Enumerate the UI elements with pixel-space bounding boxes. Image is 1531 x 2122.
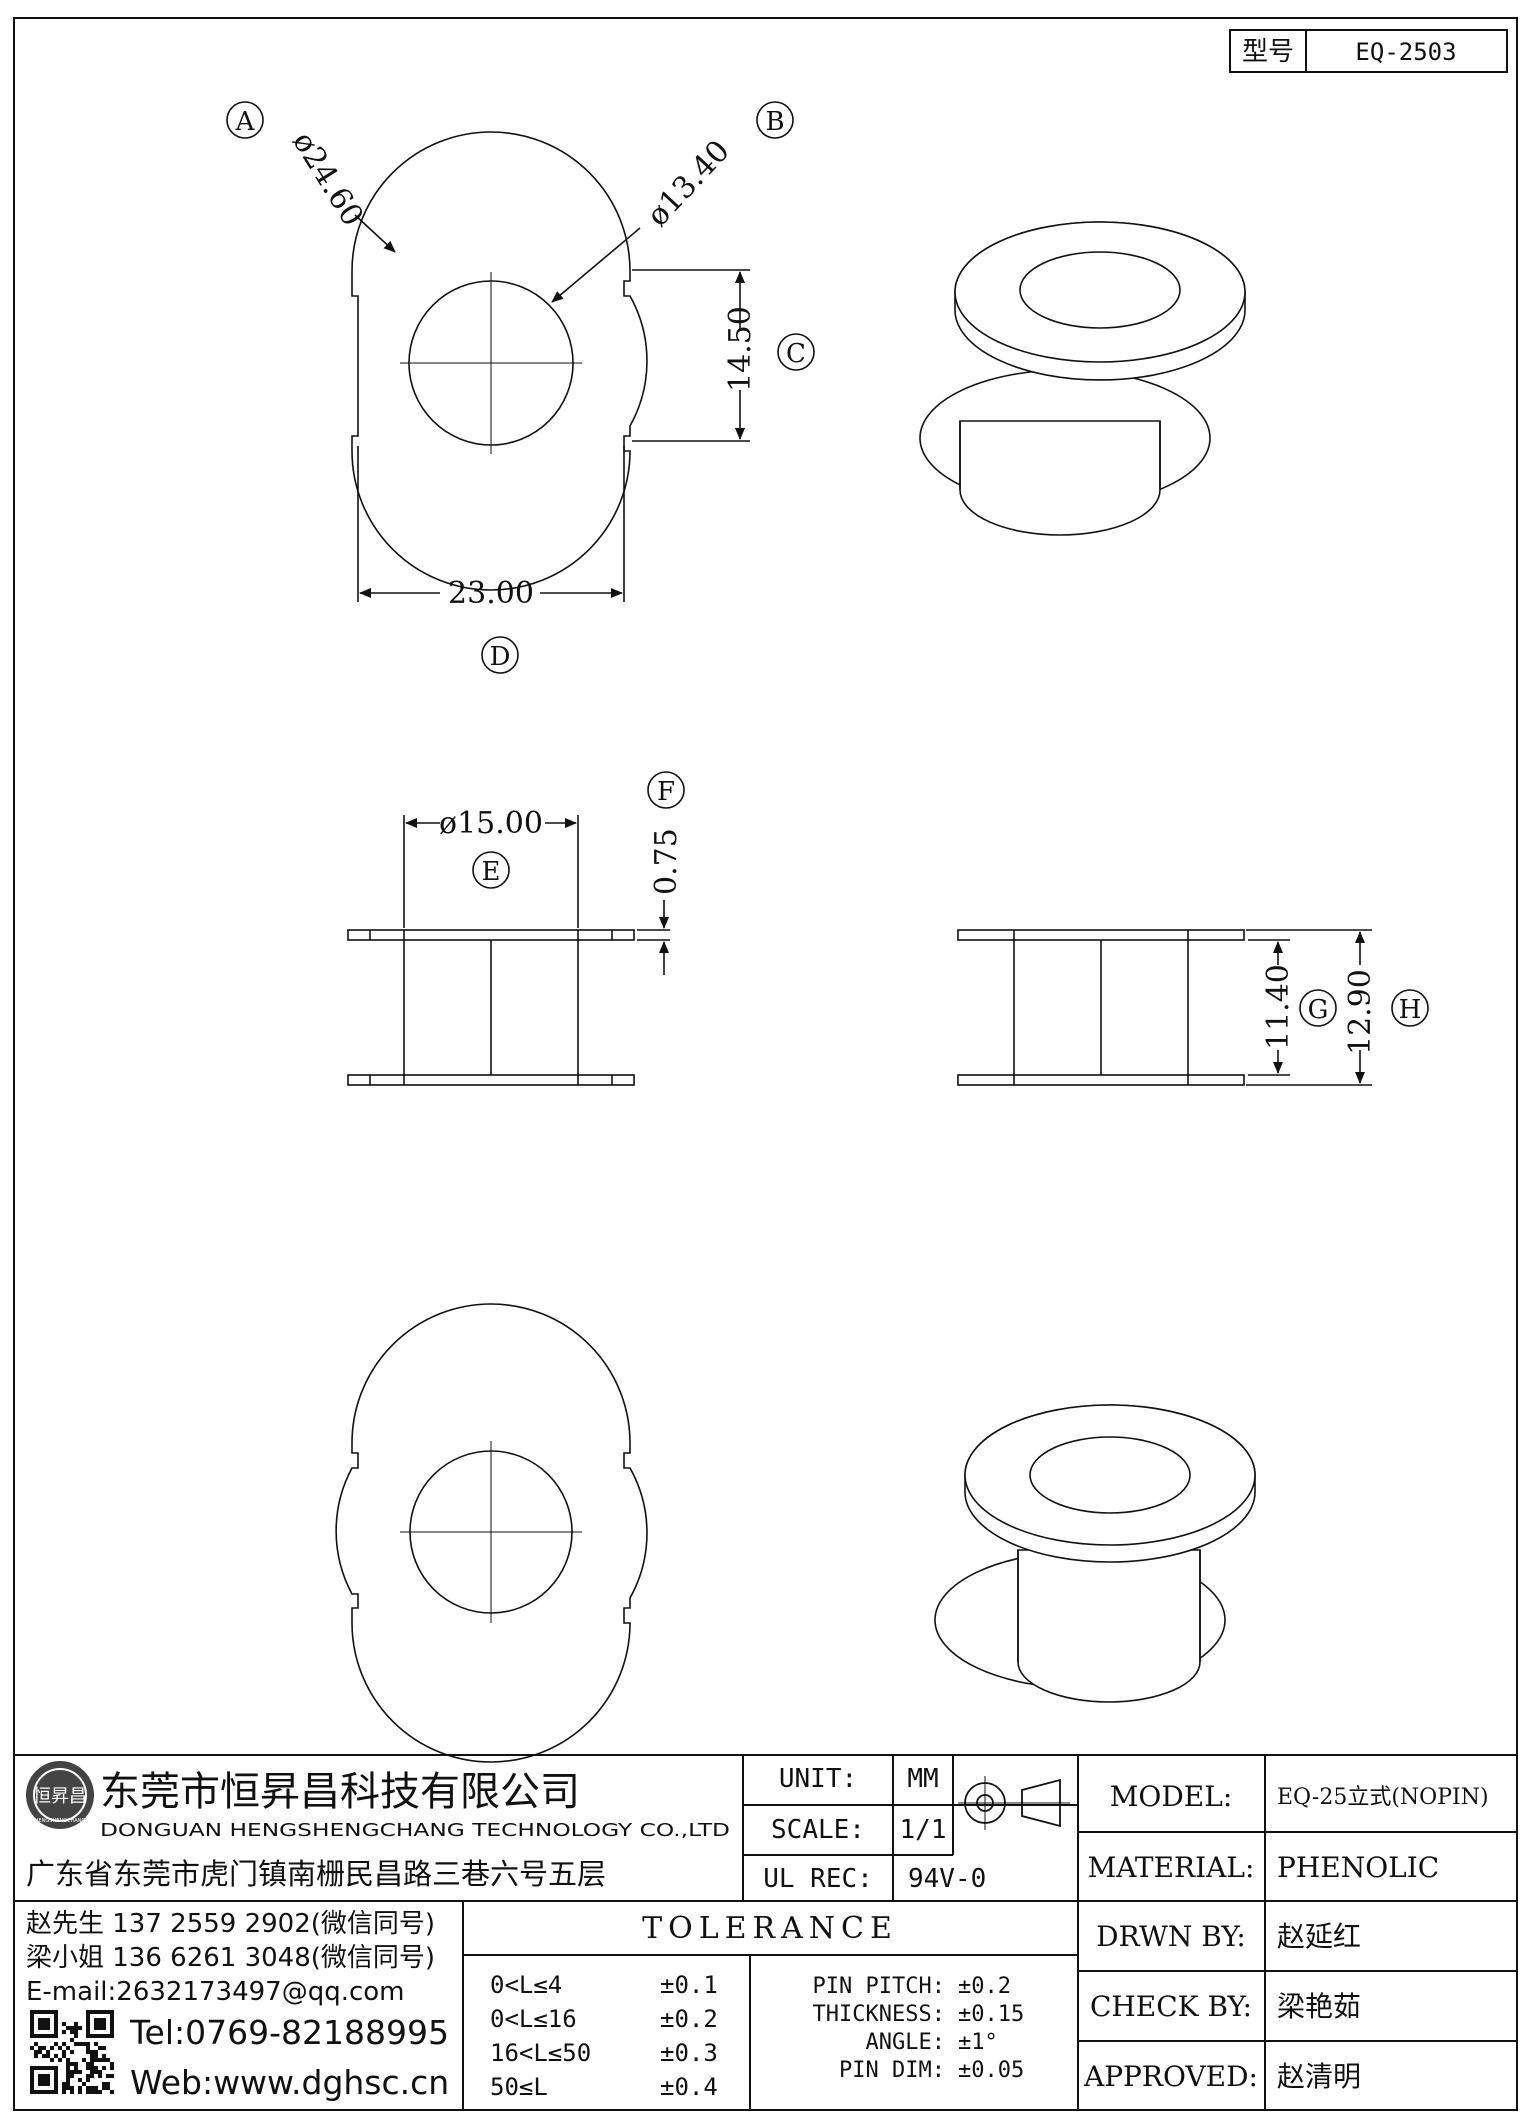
approved-label: APPROVED: bbox=[1083, 2060, 1258, 2093]
callout-c: C bbox=[786, 339, 806, 369]
iso-view-top bbox=[919, 221, 1246, 536]
flange-outline bbox=[351, 131, 648, 591]
callout-h: H bbox=[1399, 995, 1422, 1025]
dim-f: 0.75 F bbox=[637, 771, 685, 975]
callout-e: E bbox=[482, 857, 501, 887]
drawn-label: DRWN BY: bbox=[1096, 1920, 1246, 1953]
contact-line-2: 梁小姐 136 6261 3048(微信同号) bbox=[26, 1943, 435, 1973]
dim-b: B ø13.40 bbox=[551, 101, 794, 303]
qr-code-icon bbox=[30, 2010, 114, 2094]
projection-symbol-icon bbox=[958, 1776, 1070, 1830]
part-number-box: 型号 EQ-2503 bbox=[1229, 29, 1508, 73]
tolerance-value: ±0.4 bbox=[660, 2073, 718, 2101]
ulrec-label: UL REC: bbox=[763, 1864, 873, 1894]
dim-g: 11.40 G bbox=[1248, 939, 1337, 1076]
side-view-right bbox=[957, 929, 1245, 1086]
check-value: 梁艳茹 bbox=[1277, 1990, 1361, 2023]
logo-text: 恒昇昌 bbox=[33, 1786, 87, 1807]
tolerance-extra-value: ±0.15 bbox=[958, 2002, 1024, 2027]
dim-g-text: 11.40 bbox=[1261, 964, 1296, 1050]
dim-h: 12.90 H bbox=[1246, 929, 1429, 1086]
tolerance-rows: 0<L≤4 ±0.1 0<L≤16 ±0.2 16<L≤50 ±0.3 50≤L ±0.4 bbox=[490, 1971, 718, 2101]
approved-value: 赵清明 bbox=[1277, 2060, 1361, 2093]
unit-label: UNIT: bbox=[779, 1764, 857, 1794]
tolerance-extra-label: PIN PITCH: bbox=[813, 1974, 945, 1999]
type-label: 型号 bbox=[1242, 37, 1294, 67]
material-label: MATERIAL: bbox=[1088, 1851, 1255, 1884]
tolerance-extra-label: THICKNESS: bbox=[813, 2002, 945, 2027]
side-view-left bbox=[347, 929, 635, 1086]
dim-e-text: ø15.00 bbox=[439, 806, 543, 841]
dim-a: A ø24.60 bbox=[226, 101, 396, 253]
callout-b-circle bbox=[756, 101, 794, 139]
tolerance-value: ±0.2 bbox=[660, 2005, 718, 2033]
contact-tel: Tel:0769-82188995 bbox=[129, 2013, 449, 2052]
sheet-border bbox=[13, 17, 1518, 2111]
check-label: CHECK BY: bbox=[1090, 1990, 1252, 2023]
dim-c: 14.50 C bbox=[632, 269, 815, 442]
dim-h-text: 12.90 bbox=[1343, 969, 1378, 1055]
dim-d-text: 23.00 bbox=[448, 576, 534, 611]
company-name-cn: 东莞市恒昇昌科技有限公司 bbox=[100, 1769, 580, 1815]
tolerance-extra-label: PIN DIM: bbox=[839, 2058, 945, 2083]
tolerance-range: 0<L≤16 bbox=[490, 2005, 577, 2033]
part-number: EQ-2503 bbox=[1355, 38, 1456, 66]
bottom-view bbox=[335, 1303, 648, 1763]
tolerance-value: ±0.3 bbox=[660, 2039, 718, 2067]
ulrec-value: 94V-0 bbox=[908, 1864, 986, 1894]
tolerance-extra-label: ANGLE: bbox=[866, 2030, 945, 2055]
model-value: EQ-25立式(NOPIN) bbox=[1277, 1785, 1489, 1810]
callout-b: B bbox=[765, 107, 784, 137]
tolerance-extra-value: ±0.05 bbox=[958, 2058, 1024, 2083]
model-label: MODEL: bbox=[1110, 1780, 1233, 1813]
scale-value: 1/1 bbox=[900, 1815, 947, 1845]
bottom-flange-outline bbox=[335, 1303, 648, 1763]
top-view bbox=[351, 131, 648, 591]
tolerance-title: TOLERANCE bbox=[642, 1911, 898, 1946]
dim-f-text: 0.75 bbox=[649, 828, 684, 895]
callout-a: A bbox=[235, 107, 256, 137]
tolerance-range: 0<L≤4 bbox=[490, 1971, 562, 1999]
callout-a-circle bbox=[226, 101, 264, 139]
iso-view-bottom bbox=[934, 1404, 1256, 1703]
tolerance-value: ±0.1 bbox=[660, 1971, 718, 1999]
tolerance-range: 16<L≤50 bbox=[490, 2039, 591, 2067]
tolerance-extra-value: ±0.2 bbox=[958, 1974, 1011, 1999]
drawn-value: 赵延红 bbox=[1277, 1920, 1361, 1953]
dim-e: ø15.00 E bbox=[403, 806, 579, 928]
tolerance-range: 50≤L bbox=[490, 2073, 548, 2101]
scale-label: SCALE: bbox=[771, 1815, 865, 1845]
contact-email: E-mail:2632173497@qq.com bbox=[26, 1977, 405, 2007]
contact-web: Web:www.dghsc.cn bbox=[130, 2063, 449, 2102]
company-logo: 恒昇昌 HENGSHENGCHANG bbox=[26, 1761, 94, 1829]
material-value: PHENOLIC bbox=[1277, 1851, 1439, 1884]
callout-d: D bbox=[490, 642, 511, 672]
contact-line-1: 赵先生 137 2559 2902(微信同号) bbox=[26, 1909, 435, 1939]
dim-b-text: ø13.40 bbox=[640, 134, 736, 234]
logo-subtext: HENGSHENGCHANG bbox=[35, 1818, 86, 1824]
company-address: 广东省东莞市虎门镇南栅民昌路三巷六号五层 bbox=[26, 1857, 606, 1891]
callout-g: G bbox=[1308, 995, 1329, 1025]
dim-d: 23.00 D bbox=[357, 446, 625, 674]
title-block-grid bbox=[14, 1754, 1517, 2110]
callout-f: F bbox=[657, 777, 675, 807]
unit-value: MM bbox=[907, 1764, 938, 1794]
dim-c-text: 14.50 bbox=[723, 306, 758, 392]
tolerance-extra-value: ±1° bbox=[958, 2030, 998, 2055]
company-name-en: DONGUAN HENGSHENGCHANG TECHNOLOGY CO.,LT… bbox=[100, 1820, 730, 1841]
